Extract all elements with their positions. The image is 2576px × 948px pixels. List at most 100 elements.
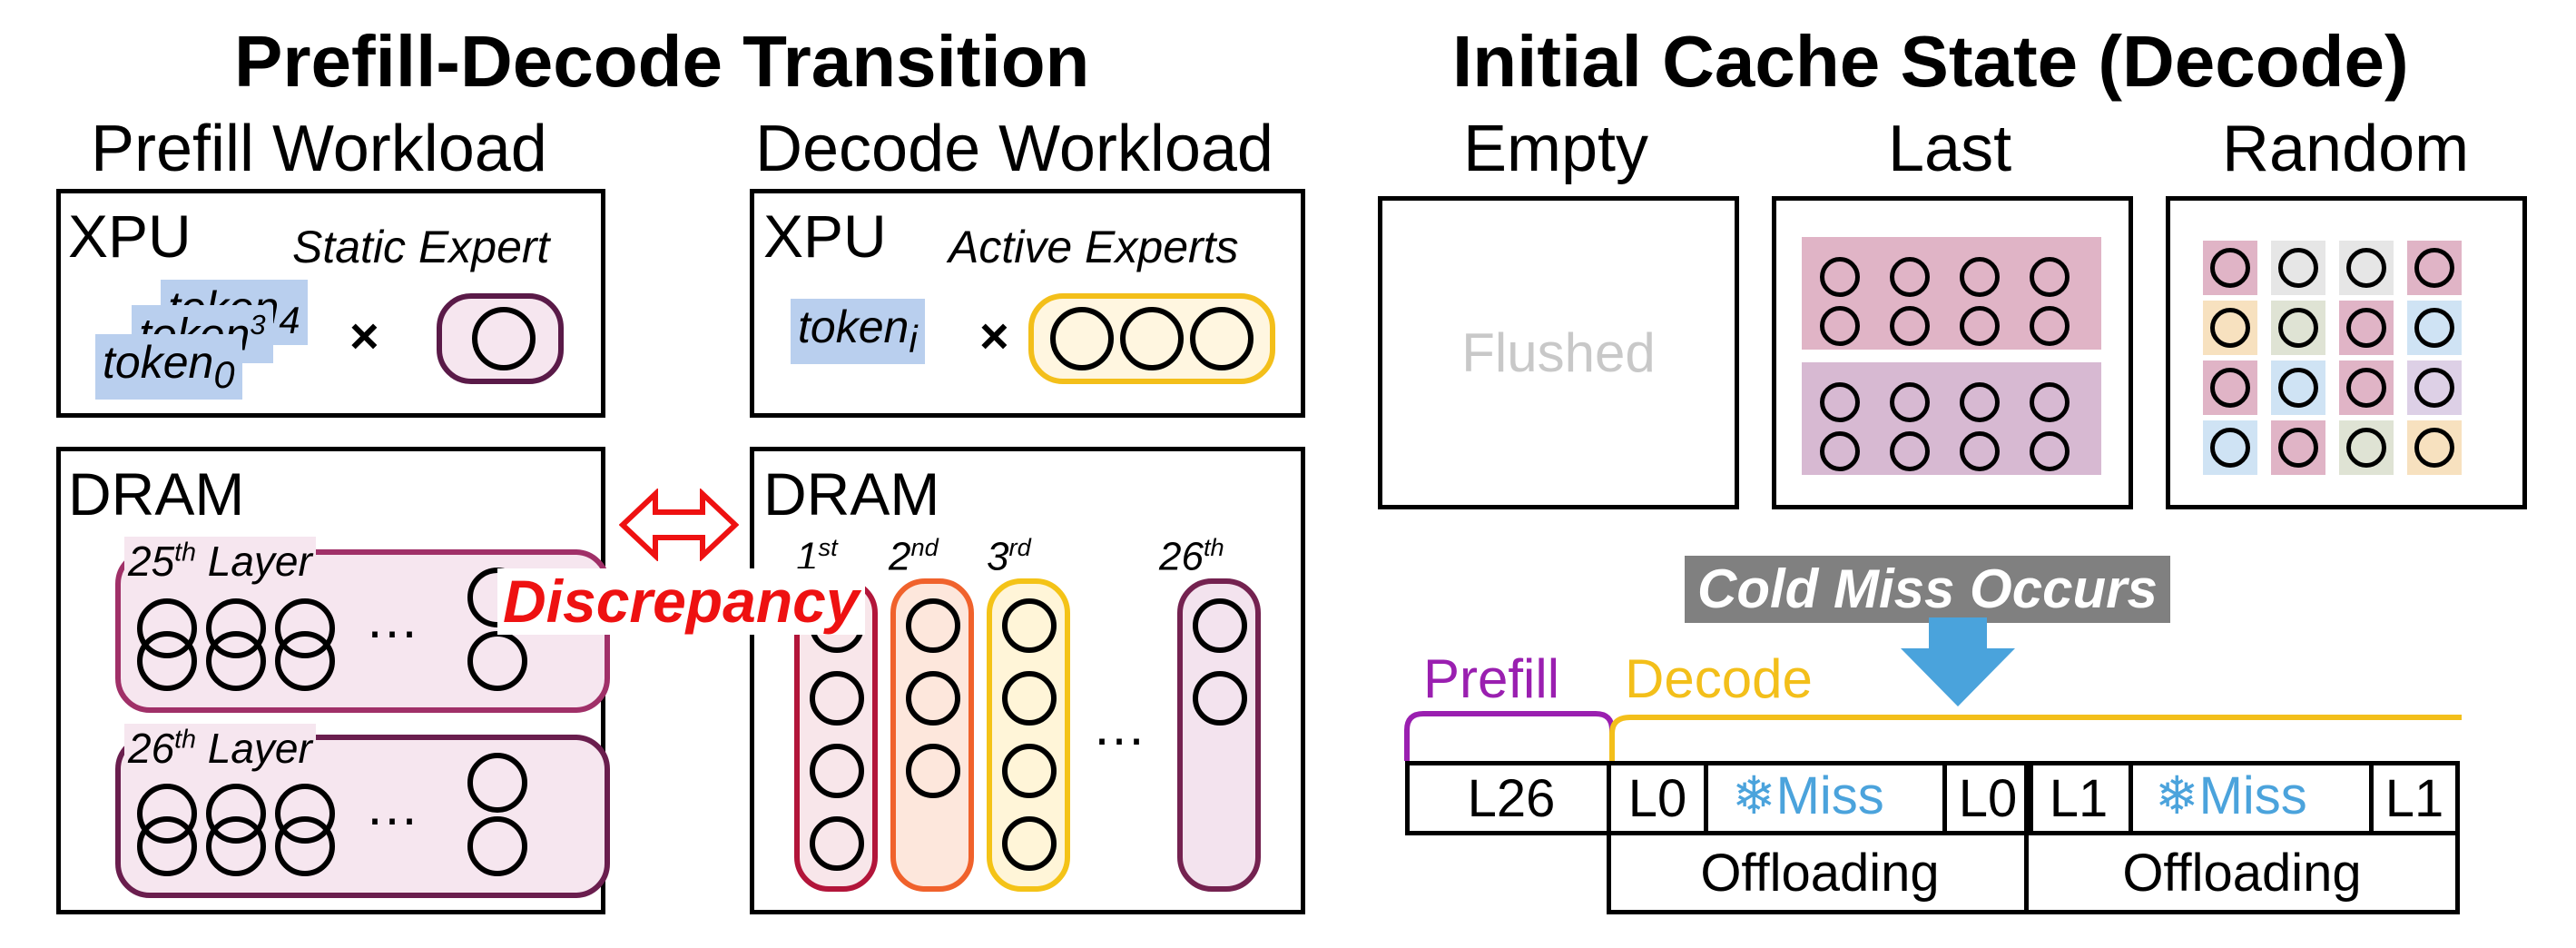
prefill-dram-label: DRAM xyxy=(68,460,245,528)
left-title: Prefill-Decode Transition xyxy=(234,21,1090,102)
cold-miss-banner: Cold Miss Occurs xyxy=(1685,556,2170,623)
expert-circle xyxy=(2278,428,2318,468)
random-cache-cell xyxy=(2339,420,2394,475)
expert-circle xyxy=(1193,671,1247,726)
random-cache-cell xyxy=(2339,241,2394,295)
expert-circle xyxy=(1960,382,2000,422)
miss-a-text: Miss xyxy=(1775,766,1884,825)
expert-circle xyxy=(1002,744,1057,798)
expert-circle xyxy=(906,598,960,653)
expert-circle xyxy=(2030,257,2070,297)
expert-circle xyxy=(1820,382,1860,422)
empty-cache-box: Flushed xyxy=(1378,196,1739,509)
timeline-miss-b: ❄Miss xyxy=(2155,770,2307,823)
col-2-num: 2 xyxy=(889,534,911,579)
prefill-xpu-box: XPU Static Expert token4 token3 token0 × xyxy=(56,189,605,418)
prefill-xpu-label: XPU xyxy=(68,202,192,270)
prefill-bracket xyxy=(1404,711,1615,761)
token-0-sub: 0 xyxy=(213,353,235,396)
expert-circle xyxy=(206,816,266,876)
expert-circle xyxy=(1190,307,1254,370)
expert-circle xyxy=(275,816,335,876)
decode-dram-label: DRAM xyxy=(763,460,940,528)
timeline-offloading-b: Offloading xyxy=(2024,831,2460,914)
expert-circle xyxy=(1120,307,1184,370)
expert-circle xyxy=(1050,307,1114,370)
token-0: token0 xyxy=(95,334,242,400)
expert-circle xyxy=(1820,257,1860,297)
col-3-label: 3rd xyxy=(987,533,1031,580)
expert-circle xyxy=(2210,248,2250,288)
right-title: Initial Cache State (Decode) xyxy=(1452,21,2409,102)
static-expert-label: Static Expert xyxy=(292,222,550,272)
layer-25-label: 25th Layer xyxy=(124,537,316,586)
expert-circle xyxy=(810,671,864,726)
random-cache-cell xyxy=(2271,241,2325,295)
random-cache-cell xyxy=(2339,301,2394,355)
expert-circle xyxy=(2346,308,2386,348)
expert-circle xyxy=(2414,248,2454,288)
token-4-sub: 4 xyxy=(279,299,300,341)
random-cache-cell xyxy=(2203,360,2257,415)
expert-circle xyxy=(2414,428,2454,468)
expert-circle xyxy=(467,631,527,691)
layer-26-ellipsis: … xyxy=(365,775,419,836)
col-1-sup: st xyxy=(818,533,838,561)
col-26-label: 26th xyxy=(1159,533,1224,580)
expert-circle xyxy=(2030,382,2070,422)
timeline-l1-end: L1 xyxy=(2369,761,2460,835)
expert-circle xyxy=(2346,368,2386,408)
prefill-dram-box: DRAM 25th Layer … 26th Layer … xyxy=(56,447,610,914)
expert-circle xyxy=(2210,308,2250,348)
expert-circle xyxy=(2414,368,2454,408)
random-cache-cell xyxy=(2407,360,2462,415)
random-cache-cell xyxy=(2203,301,2257,355)
layer-26-label: 26th Layer xyxy=(124,724,316,773)
random-cache-cell xyxy=(2271,360,2325,415)
random-cache-cell xyxy=(2203,241,2257,295)
active-experts-pill xyxy=(1028,293,1275,384)
col-2-label: 2nd xyxy=(889,533,939,580)
expert-circle xyxy=(275,631,335,691)
expert-circle xyxy=(2278,308,2318,348)
expert-circle xyxy=(1960,431,2000,471)
token-3-sub: 3 xyxy=(250,309,266,341)
expert-circle xyxy=(1960,257,2000,297)
expert-circle xyxy=(467,753,527,813)
decode-workload-heading: Decode Workload xyxy=(755,113,1273,185)
expert-circle xyxy=(1890,257,1930,297)
col-2-sup: nd xyxy=(910,533,939,561)
expert-circle xyxy=(1890,431,1930,471)
times-symbol: × xyxy=(349,307,379,364)
random-cache-cell xyxy=(2203,420,2257,475)
expert-circle xyxy=(2346,248,2386,288)
decode-dram-box: DRAM 1st 2nd 3rd 26th … xyxy=(750,447,1305,914)
expert-circle xyxy=(467,816,527,876)
expert-circle xyxy=(2030,431,2070,471)
layer-25-word: Layer xyxy=(207,538,312,585)
decode-xpu-box: XPU Active Experts tokeni × xyxy=(750,189,1305,418)
random-heading: Random xyxy=(2222,113,2470,185)
static-expert-pill xyxy=(437,293,564,384)
token-0-text: token xyxy=(103,337,214,388)
timeline-l0-end: L0 xyxy=(1942,761,2033,835)
timeline-l26: L26 xyxy=(1405,761,1617,835)
layer-26-num: 26 xyxy=(128,725,175,772)
col-3-num: 3 xyxy=(987,534,1009,579)
expert-circle xyxy=(472,307,536,370)
flushed-text: Flushed xyxy=(1461,322,1656,383)
timeline-l1-start: L1 xyxy=(2024,761,2133,835)
token-i-text: token xyxy=(798,301,909,352)
col-2-pill xyxy=(890,578,974,892)
random-cache-cell xyxy=(2407,301,2462,355)
prefill-workload-heading: Prefill Workload xyxy=(91,113,547,185)
expert-circle xyxy=(810,744,864,798)
expert-circle xyxy=(1890,382,1930,422)
double-arrow-icon xyxy=(619,489,739,561)
timeline-offloading-a: Offloading xyxy=(1607,831,2033,914)
expert-circle xyxy=(137,816,197,876)
random-cache-cell xyxy=(2271,301,2325,355)
col-26-num: 26 xyxy=(1159,534,1204,579)
layer-26-sup: th xyxy=(174,725,196,755)
layer-25-num: 25 xyxy=(128,538,175,585)
